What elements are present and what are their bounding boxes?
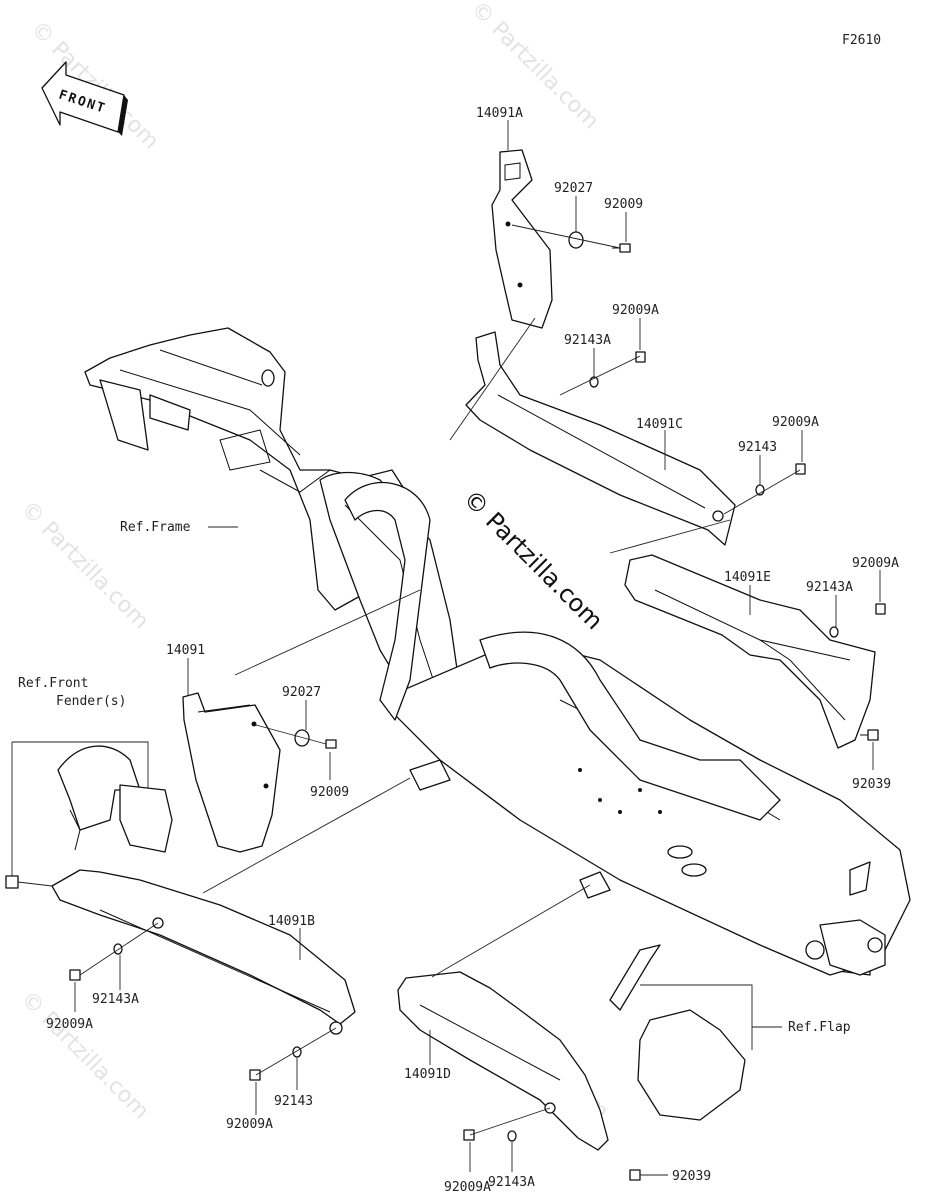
label-ref-flap: Ref.Flap bbox=[788, 1020, 851, 1035]
watermark-tile: © Partzilla.com bbox=[16, 497, 154, 635]
front-fender-reference bbox=[11, 741, 173, 880]
label-92143A-1: 92143A bbox=[564, 333, 611, 348]
leader-line bbox=[469, 1107, 551, 1136]
label-92009A-5: 92009A bbox=[226, 1117, 273, 1132]
leader-line bbox=[723, 469, 801, 515]
label-ref-frame: Ref.Frame bbox=[120, 520, 191, 535]
screw-92039-1[interactable] bbox=[860, 729, 879, 741]
label-92009-top: 92009 bbox=[604, 197, 643, 212]
label-92009A-4: 92009A bbox=[46, 1017, 93, 1032]
label-14091C: 14091C bbox=[636, 417, 683, 432]
label-14091: 14091 bbox=[166, 643, 205, 658]
label-92143-2: 92143 bbox=[274, 1094, 313, 1109]
bolt-92009A-2[interactable] bbox=[795, 463, 806, 475]
label-92009A-2: 92009A bbox=[772, 415, 819, 430]
leader-line bbox=[17, 881, 53, 887]
label-92039-1: 92039 bbox=[852, 777, 891, 792]
callout-leaders bbox=[74, 120, 881, 1176]
bolt-92009A-1[interactable] bbox=[635, 351, 646, 363]
leader-line bbox=[202, 777, 411, 894]
leader-line bbox=[255, 1027, 337, 1076]
label-14091A: 14091A bbox=[476, 106, 523, 121]
bolt-92009A-3[interactable] bbox=[875, 603, 886, 615]
watermark-tile: © Partzilla.com bbox=[16, 987, 154, 1125]
leader-line bbox=[511, 224, 621, 249]
label-92143-1: 92143 bbox=[738, 440, 777, 455]
part-14091[interactable] bbox=[182, 692, 281, 853]
partzilla-watermark: © Partzilla.com bbox=[458, 484, 609, 635]
callout-labels: 14091A 92027 92009 92009A 92143A 14091C … bbox=[18, 106, 899, 1195]
leader-line bbox=[234, 589, 421, 676]
part-14091A[interactable] bbox=[491, 149, 553, 329]
label-14091D: 14091D bbox=[404, 1067, 451, 1082]
part-14091C[interactable] bbox=[465, 331, 736, 546]
label-92027-top: 92027 bbox=[554, 181, 593, 196]
nut-92143A-2[interactable] bbox=[829, 626, 839, 638]
leader-line bbox=[79, 922, 159, 976]
leader-line bbox=[449, 317, 536, 441]
bolt-92009A-5[interactable] bbox=[249, 1069, 261, 1081]
leader-line bbox=[609, 519, 731, 554]
nut-92143A-4[interactable] bbox=[507, 1130, 517, 1142]
label-92009A-1: 92009A bbox=[612, 303, 659, 318]
bolt-92009A-6[interactable] bbox=[463, 1129, 475, 1141]
label-14091B: 14091B bbox=[268, 914, 315, 929]
leader-line bbox=[431, 884, 591, 978]
label-92009A-6: 92009A bbox=[444, 1180, 491, 1195]
part-14091B[interactable] bbox=[51, 869, 356, 1035]
leader-line bbox=[255, 724, 327, 745]
washer-92027-mid[interactable] bbox=[294, 729, 310, 747]
label-ref-front-fender-1: Ref.Front bbox=[18, 676, 88, 691]
part-14091D[interactable] bbox=[397, 971, 609, 1151]
label-ref-front-fender-2: Fender(s) bbox=[56, 694, 126, 709]
bolt-left-front[interactable] bbox=[5, 875, 19, 889]
label-92039-2: 92039 bbox=[672, 1169, 711, 1184]
frame-assembly bbox=[84, 327, 911, 976]
label-92143A-3: 92143A bbox=[92, 992, 139, 1007]
label-92009A-3: 92009A bbox=[852, 556, 899, 571]
label-92143A-2: 92143A bbox=[806, 580, 853, 595]
bolt-92009-top[interactable] bbox=[612, 243, 631, 253]
label-92009-mid: 92009 bbox=[310, 785, 349, 800]
label-92027-mid: 92027 bbox=[282, 685, 321, 700]
label-14091E: 14091E bbox=[724, 570, 771, 585]
figure-code: F2610 bbox=[842, 33, 881, 48]
label-92143A-4: 92143A bbox=[488, 1175, 535, 1190]
nut-92143-2[interactable] bbox=[292, 1046, 302, 1058]
screw-92039-2[interactable] bbox=[629, 1169, 641, 1181]
bolt-92009A-4[interactable] bbox=[69, 969, 81, 981]
flap-reference bbox=[609, 944, 753, 1121]
nut-92143A-3[interactable] bbox=[113, 943, 123, 955]
leader-line bbox=[559, 355, 641, 396]
bolt-92009-mid[interactable] bbox=[325, 739, 337, 749]
front-direction-arrow: FRONT bbox=[41, 61, 128, 136]
